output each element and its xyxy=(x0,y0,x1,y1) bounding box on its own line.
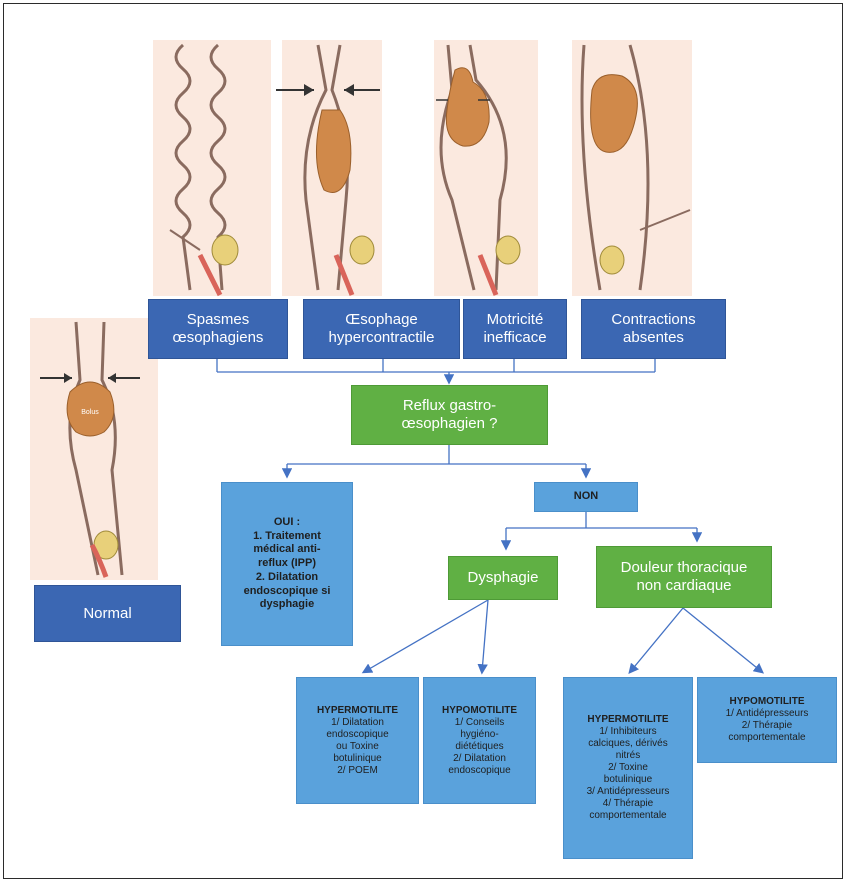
spasmes-line-2: œsophagiens xyxy=(173,329,264,347)
leaf1-line-5: botulinique xyxy=(333,753,381,765)
leaf2-line-6: endoscopique xyxy=(448,765,510,777)
esophagus-hypercontractile-illustration xyxy=(276,40,382,296)
douleur-line-1: Douleur thoracique xyxy=(621,559,748,577)
reflux-line-2: œsophagien ? xyxy=(402,415,498,433)
oui-line-6: endoscopique si xyxy=(244,585,331,599)
leaf3-line-9: comportementale xyxy=(589,810,666,822)
oui-box: OUI : 1. Traitement médical anti- reflux… xyxy=(221,482,353,646)
hyper-line-2: hypercontractile xyxy=(329,329,435,347)
hypomotilite-dysphagie-box: HYPOMOTILITE 1/ Conseils hygiéno- diétét… xyxy=(423,677,536,804)
leaf3-line-5: 2/ Toxine xyxy=(608,762,648,774)
spasmes-box: Spasmes œsophagiens xyxy=(148,299,288,359)
leaf2-line-3: hygiéno- xyxy=(460,729,498,741)
hypermotilite-douleur-box: HYPERMOTILITE 1/ Inhibiteurs calciques, … xyxy=(563,677,693,859)
motricite-box: Motricité inefficace xyxy=(463,299,567,359)
oui-line-7: dysphagie xyxy=(260,598,314,612)
leaf3-line-2: 1/ Inhibiteurs xyxy=(599,726,656,738)
leaf3-line-1: HYPERMOTILITE xyxy=(587,714,668,726)
hypomotilite-douleur-box: HYPOMOTILITE 1/ Antidépresseurs 2/ Théra… xyxy=(697,677,837,763)
esophagus-absent-illustration xyxy=(572,40,692,296)
normal-label: Normal xyxy=(83,605,131,623)
dysphagie-box: Dysphagie xyxy=(448,556,558,600)
leaf1-line-2: 1/ Dilatation xyxy=(331,717,384,729)
douleur-box: Douleur thoracique non cardiaque xyxy=(596,546,772,608)
leaf2-line-5: 2/ Dilatation xyxy=(453,753,506,765)
leaf3-line-6: botulinique xyxy=(604,774,652,786)
leaf2-line-1: HYPOMOTILITE xyxy=(442,705,517,717)
hyper-line-1: Œsophage xyxy=(345,311,418,329)
reflux-question-box: Reflux gastro- œsophagien ? xyxy=(351,385,548,445)
normal-box: Normal xyxy=(34,585,181,642)
non-label: NON xyxy=(574,490,598,504)
contractions-line-2: absentes xyxy=(623,329,684,347)
leaf1-line-4: ou Toxine xyxy=(336,741,379,753)
hypercontractile-box: Œsophage hypercontractile xyxy=(303,299,460,359)
leaf4-line-2: 1/ Antidépresseurs xyxy=(726,708,809,720)
leaf3-line-4: nitrés xyxy=(616,750,640,762)
esophagus-normal-illustration: Bolus xyxy=(30,318,158,580)
non-box: NON xyxy=(534,482,638,512)
leaf4-line-4: comportementale xyxy=(728,732,805,744)
oui-line-4: reflux (IPP) xyxy=(258,557,316,571)
dysphagie-label: Dysphagie xyxy=(468,569,539,587)
leaf1-line-1: HYPERMOTILITE xyxy=(317,705,398,717)
leaf4-line-3: 2/ Thérapie xyxy=(742,720,792,732)
motricite-line-1: Motricité xyxy=(487,311,544,329)
leaf2-line-4: diététiques xyxy=(455,741,503,753)
hypermotilite-dysphagie-box: HYPERMOTILITE 1/ Dilatation endoscopique… xyxy=(296,677,419,804)
contractions-line-1: Contractions xyxy=(611,311,695,329)
bolus-label: Bolus xyxy=(81,409,99,416)
esophagus-ineffective-illustration xyxy=(434,40,538,296)
leaf3-line-8: 4/ Thérapie xyxy=(603,798,653,810)
leaf2-line-2: 1/ Conseils xyxy=(455,717,504,729)
douleur-line-2: non cardiaque xyxy=(636,577,731,595)
leaf1-line-3: endoscopique xyxy=(326,729,388,741)
spasmes-line-1: Spasmes xyxy=(187,311,250,329)
reflux-line-1: Reflux gastro- xyxy=(403,397,496,415)
oui-line-5: 2. Dilatation xyxy=(256,571,318,585)
oui-line-3: médical anti- xyxy=(253,543,320,557)
oui-line-2: 1. Traitement xyxy=(253,530,321,544)
esophagus-spasm-illustration xyxy=(153,40,271,296)
motricite-line-2: inefficace xyxy=(483,329,546,347)
contractions-box: Contractions absentes xyxy=(581,299,726,359)
oui-line-1: OUI : xyxy=(274,516,300,530)
leaf4-line-1: HYPOMOTILITE xyxy=(729,696,804,708)
leaf3-line-3: calciques, dérivés xyxy=(588,738,667,750)
leaf1-line-6: 2/ POEM xyxy=(337,765,378,777)
leaf3-line-7: 3/ Antidépresseurs xyxy=(587,786,670,798)
